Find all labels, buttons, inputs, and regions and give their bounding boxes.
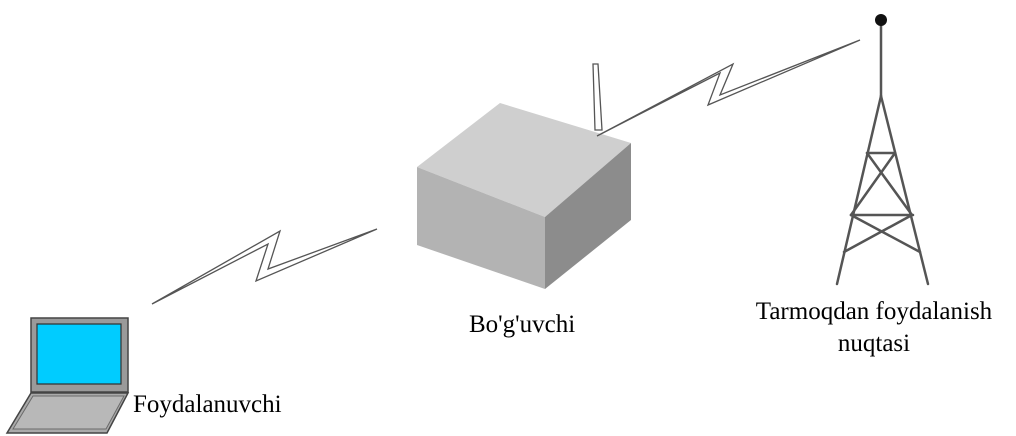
laptop-icon: [5, 317, 130, 434]
wireless-link-icon: [151, 228, 378, 305]
user-label: Foydalanuvchi: [133, 391, 282, 418]
bridge-label: Bo'g'uvchi: [469, 311, 576, 338]
bridge-box-icon: [417, 63, 631, 289]
wireless-link-icon: [596, 39, 861, 137]
access-point-label: Tarmoqdan foydalanish nuqtasi: [732, 296, 1016, 360]
access-point-label-line1: Tarmoqdan foydalanish: [755, 298, 993, 325]
access-point-label-line2: nuqtasi: [837, 330, 911, 357]
tower-antenna-icon: [835, 14, 930, 286]
